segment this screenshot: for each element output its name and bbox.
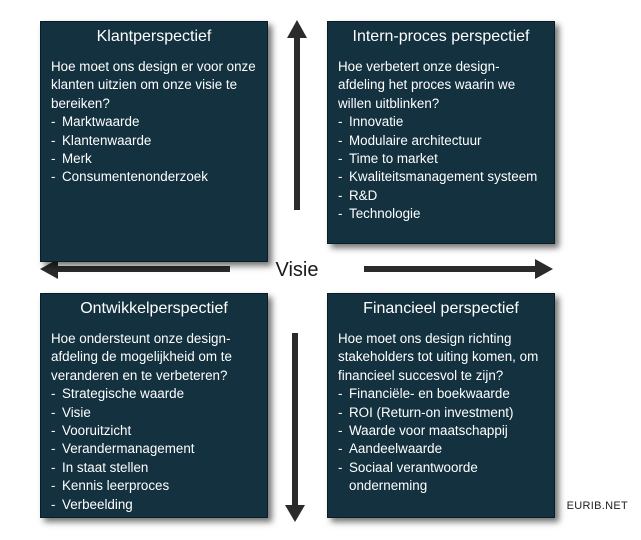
quadrant-financieel-perspectief: Financieel perspectief Hoe moet ons desi… — [327, 293, 555, 518]
list-item: Kwaliteitsmanagement systeem — [338, 168, 544, 187]
quadrant-question: Hoe moet ons design richting stakeholder… — [338, 331, 539, 383]
list-item: In staat stellen — [51, 459, 257, 478]
quadrant-title: Financieel perspectief — [363, 300, 519, 317]
arrow-left — [40, 259, 230, 279]
quadrant-item-list: Financiële- en boekwaarde ROI (Return-on… — [338, 385, 544, 495]
list-item: Kennis leerproces — [51, 477, 257, 496]
quadrant-title: Intern-proces perspectief — [352, 28, 530, 45]
list-item: Verbeelding — [51, 496, 257, 515]
list-item: Klantenwaarde — [51, 132, 257, 151]
quadrant-klantperspectief: Klantperspectief Hoe moet ons design er … — [40, 21, 268, 262]
arrow-up — [287, 20, 307, 210]
list-item: Merk — [51, 150, 257, 169]
quadrant-intern-proces-perspectief: Intern-proces perspectief Hoe verbetert … — [327, 21, 555, 244]
quadrant-item-list: Marktwaarde Klantenwaarde Merk Consument… — [51, 113, 257, 187]
list-item: R&D — [338, 187, 544, 206]
arrow-down — [285, 333, 305, 522]
list-item: Visie — [51, 404, 257, 423]
list-item: Marktwaarde — [51, 113, 257, 132]
list-item: Innovatie — [338, 113, 544, 132]
quadrant-question: Hoe moet ons design er voor onze klanten… — [51, 59, 256, 111]
list-item: Technologie — [338, 205, 544, 224]
list-item: Time to market — [338, 150, 544, 169]
list-item: Modulaire architectuur — [338, 132, 544, 151]
list-item: Financiële- en boekwaarde — [338, 385, 544, 404]
quadrant-question: Hoe verbetert onze design-afdeling het p… — [338, 59, 516, 111]
arrow-right — [364, 259, 553, 279]
quadrant-item-list: Innovatie Modulaire architectuur Time to… — [338, 113, 544, 224]
list-item: Aandeelwaarde — [338, 440, 544, 459]
list-item: Waarde voor maatschappij — [338, 422, 544, 441]
source-credit: EURIB.NET — [566, 500, 628, 512]
quadrant-ontwikkelperspectief: Ontwikkelperspectief Hoe ondersteunt onz… — [40, 293, 268, 518]
list-item: Strategische waarde — [51, 385, 257, 404]
quadrant-title: Ontwikkelperspectief — [80, 300, 228, 317]
list-item: Sociaal verantwoorde onderneming — [338, 459, 544, 496]
center-label-visie: Visie — [275, 259, 319, 281]
list-item: ROI (Return-on investment) — [338, 404, 544, 423]
list-item: Verandermanagement — [51, 440, 257, 459]
quadrant-question: Hoe ondersteunt onze design-afdeling de … — [51, 331, 232, 383]
quadrant-title: Klantperspectief — [96, 28, 212, 45]
list-item: Vooruitzicht — [51, 422, 257, 441]
list-item: Consumentenonderzoek — [51, 168, 257, 187]
quadrant-item-list: Strategische waarde Visie Vooruitzicht V… — [51, 385, 257, 514]
